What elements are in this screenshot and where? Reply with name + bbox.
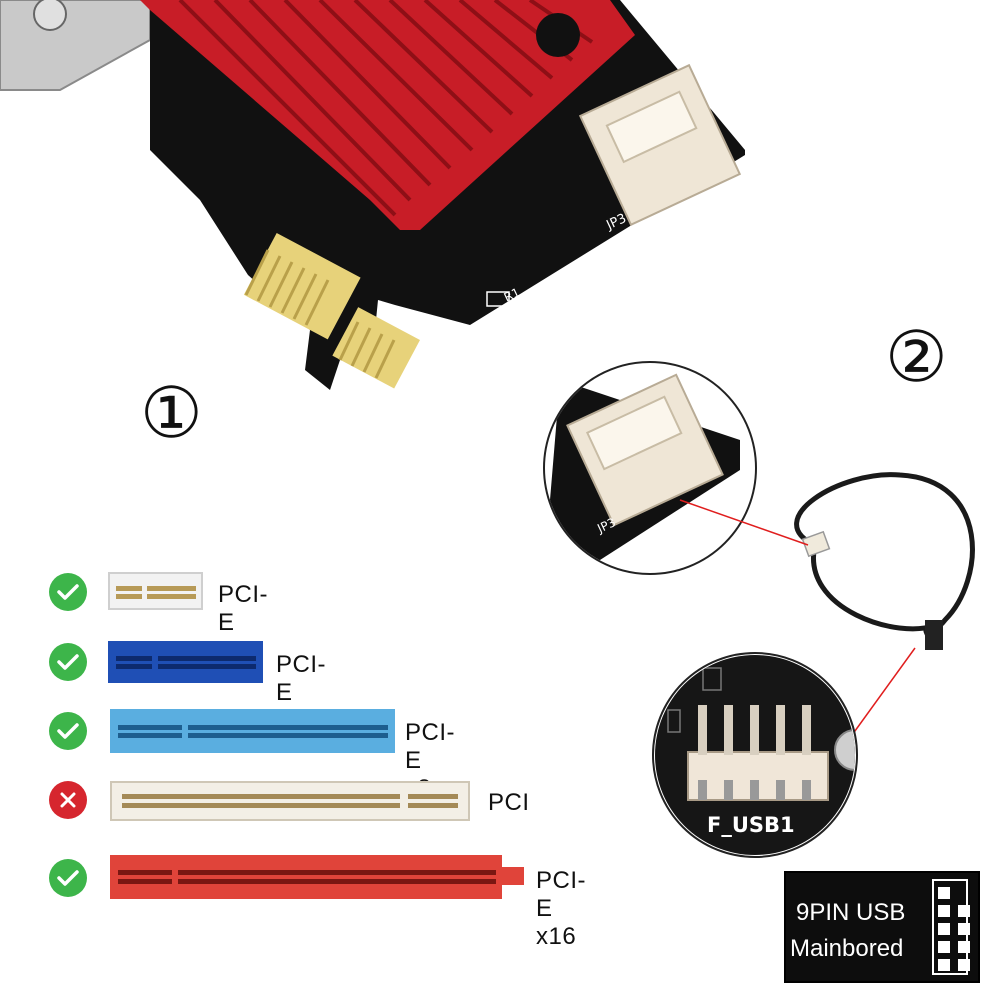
usb-header-line1: 9PIN USB [796, 899, 906, 926]
slot-pcie-x16-image [110, 855, 524, 899]
usb-header-label: F_USB1 [707, 813, 795, 837]
check-icon [49, 643, 87, 681]
slot-pcie-x4-image [108, 641, 263, 683]
step-two-number: ② [885, 316, 948, 398]
usb-header-info-box: 9PIN USB Mainbored [784, 871, 980, 983]
step-one-number: ① [140, 372, 203, 454]
pin-layout-icon [932, 879, 970, 975]
slot-label-pcie-x16: PCI-E x16 [536, 867, 586, 950]
pcie-card-illustration: JP3 R1 [0, 0, 745, 390]
check-icon [49, 573, 87, 611]
slot-pcie-x8-image [110, 709, 395, 753]
connector-zoom-and-cable: JP3 F_USB1 [543, 361, 975, 858]
cross-icon [49, 781, 87, 819]
check-icon [49, 859, 87, 897]
slot-pcie-x1-image [108, 572, 203, 610]
slot-pci-image [110, 781, 470, 821]
slot-label-pci: PCI [488, 789, 530, 816]
usb-header-line2: Mainbored [790, 935, 904, 962]
check-icon [49, 712, 87, 750]
resistor-label: R1 [502, 285, 522, 304]
